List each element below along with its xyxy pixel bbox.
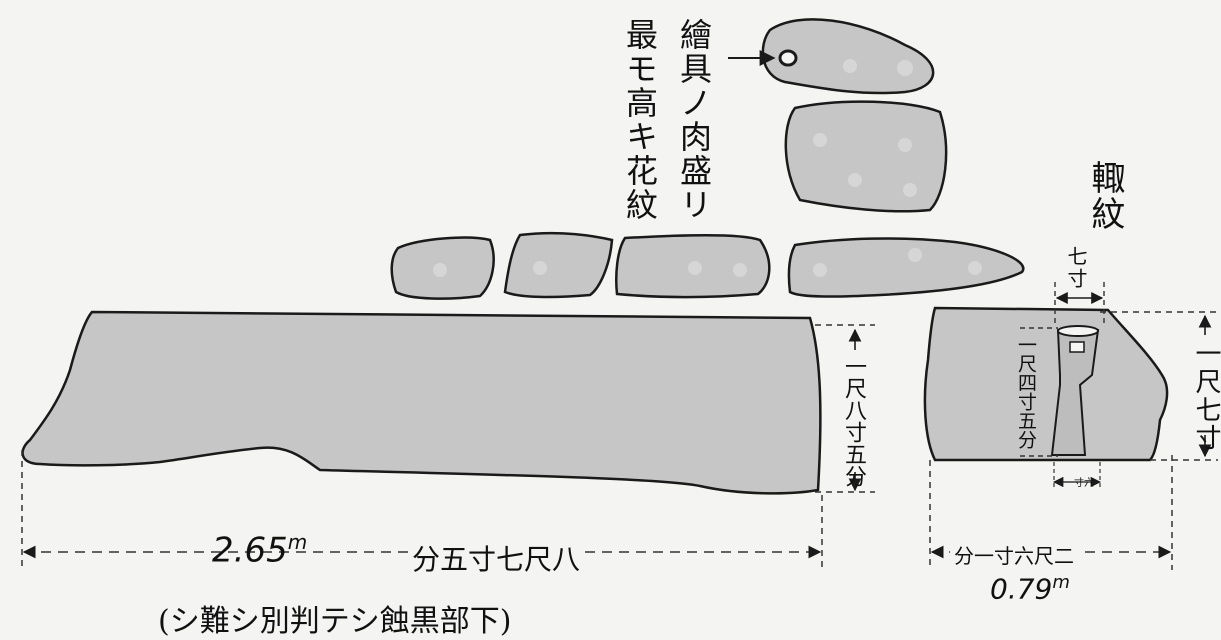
stone-fragment-middle (784, 100, 948, 213)
dim-label-7sun: 七寸 (1064, 246, 1088, 290)
pigment-spot-highest-crest (778, 49, 798, 67)
label-highest-crest: 最モ高キ花紋 (621, 18, 659, 222)
dim-label-1sun6: 一寸六 (1064, 478, 1094, 489)
dim-label-right-width-kanji: 二尺六寸一分 (950, 540, 1078, 569)
label-pigment-impasto: 繪具ノ肉盛リ (675, 18, 713, 222)
dim-label-left-width-kanji: 八尺七寸五分 (408, 538, 585, 578)
dim-label-left-height: 一尺八寸五分 (841, 355, 866, 487)
metric-unit-left: m (287, 530, 308, 554)
metric-value-right: 0.79 (990, 572, 1053, 606)
label-crest-type: 輙紋 (1085, 160, 1125, 232)
stone-fragment-row-2 (503, 231, 614, 299)
dim-label-right-width-metric: 0.79m (990, 572, 1070, 605)
stone-slab-left (21, 310, 822, 495)
stone-slab-right (923, 306, 1169, 462)
stone-fragment-top (761, 18, 935, 95)
metric-value-left: 2.65 (212, 530, 288, 571)
stone-fragment-row-4 (787, 237, 1025, 298)
metric-unit-right: m (1052, 572, 1070, 593)
dim-label-vessel-height: 一尺四寸五分 (1015, 335, 1037, 449)
dim-label-right-height: 一尺七寸 (1191, 340, 1221, 452)
caption-note: (下部黒蝕シテ判別シ難シ) (158, 604, 512, 639)
vessel-drawing (1050, 329, 1100, 456)
dim-label-left-width-metric: 2.65m (212, 530, 307, 570)
